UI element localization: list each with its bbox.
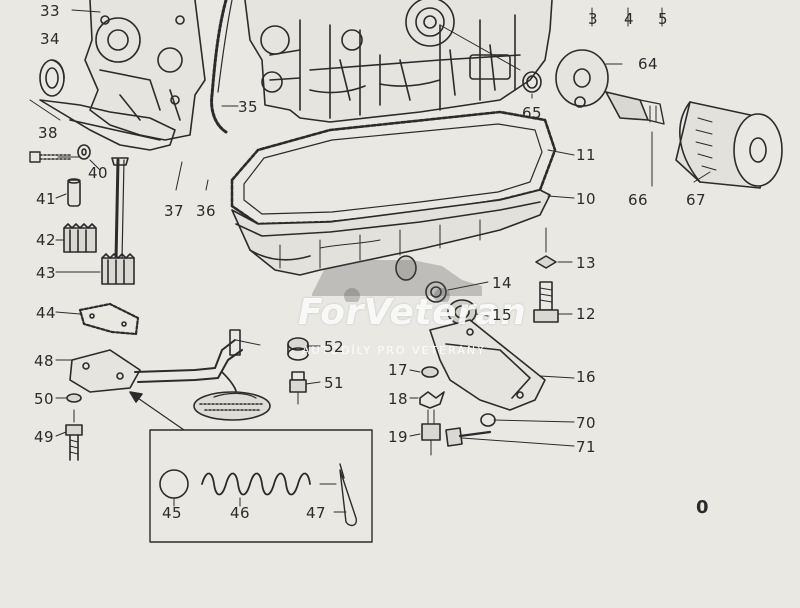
baffle-plate (429, 319, 546, 411)
bolt-38 (29, 151, 81, 163)
filter-flange-64 (555, 49, 609, 108)
timing-cover (84, 0, 206, 141)
seal-65 (522, 71, 542, 93)
callout-66: 66 (628, 191, 649, 209)
gear-43 (101, 253, 135, 285)
callout-38: 38 (38, 124, 59, 142)
washer-50 (66, 393, 82, 403)
watermark-title: ForVeteran (298, 292, 527, 333)
gasket-44 (78, 302, 140, 336)
oil-pan (231, 189, 551, 276)
bolt-49 (65, 409, 83, 461)
callout-71: 71 (576, 438, 597, 456)
oil-filter-67 (675, 101, 783, 189)
callout-65: 65 (522, 104, 543, 122)
callout-64: 64 (638, 55, 659, 73)
callout-11: 11 (576, 146, 597, 164)
crank-seal-34 (39, 59, 65, 97)
nut-13 (535, 227, 557, 269)
engine-block (244, 0, 553, 123)
drain-seal-14 (395, 255, 447, 303)
callout-17: 17 (388, 361, 409, 379)
washer-17 (421, 366, 439, 378)
callout-13: 13 (576, 254, 597, 272)
callout-35: 35 (238, 98, 259, 116)
callout-42: 42 (36, 231, 57, 249)
callout-4: 4 (624, 10, 635, 28)
callout-46: 46 (230, 504, 251, 522)
callout-45: 45 (162, 504, 183, 522)
lower-cover-plate (39, 99, 176, 151)
callout-18: 18 (388, 390, 409, 408)
callout-48: 48 (34, 352, 55, 370)
callout-49: 49 (34, 428, 55, 446)
spacer-52 (287, 337, 309, 361)
callout-16: 16 (576, 368, 597, 386)
callout-44: 44 (36, 304, 57, 322)
page-mark: 0 (696, 497, 709, 518)
callout-41: 41 (36, 190, 57, 208)
watermark-subtitle: AUTODÍLY PRO VETERÁNY (302, 344, 486, 357)
callout-14: 14 (492, 274, 513, 292)
oil-pump-shaft (111, 157, 129, 262)
leader-lines (55, 7, 711, 447)
bolt-19 (421, 409, 441, 456)
lockwasher-18 (419, 391, 445, 409)
filter-nipple-66 (605, 91, 665, 125)
callout-51: 51 (324, 374, 345, 392)
sleeve-41 (67, 178, 81, 207)
oil-strainer (193, 391, 271, 421)
callout-70: 70 (576, 414, 597, 432)
washer-70 (480, 413, 496, 427)
oil-pickup-flange (69, 349, 141, 393)
watermark-car-logo (312, 260, 482, 302)
callout-19: 19 (388, 428, 409, 446)
timing-chain (210, 0, 233, 134)
washer-40 (77, 144, 101, 171)
callout-37: 37 (164, 202, 185, 220)
callout-36: 36 (196, 202, 217, 220)
bolt-51 (289, 371, 307, 405)
callout-43: 43 (36, 264, 57, 282)
bolt-12 (533, 281, 559, 323)
bolt-71 (445, 427, 492, 447)
callout-3: 3 (588, 10, 599, 28)
inset-detail-box (129, 391, 373, 543)
callout-15: 15 (492, 306, 513, 324)
callout-5: 5 (658, 10, 669, 28)
callout-33: 33 (40, 2, 61, 20)
callout-12: 12 (576, 305, 597, 323)
callout-67: 67 (686, 191, 707, 209)
callout-50: 50 (34, 390, 55, 408)
leader-34 (29, 99, 61, 121)
inset-leaders (173, 497, 347, 513)
callout-34: 34 (40, 30, 61, 48)
callout-40: 40 (88, 164, 109, 182)
gear-42 (63, 223, 97, 253)
callout-52: 52 (324, 338, 345, 356)
callout-10: 10 (576, 190, 597, 208)
oil-pickup-tube (134, 329, 243, 396)
callout-47: 47 (306, 504, 327, 522)
